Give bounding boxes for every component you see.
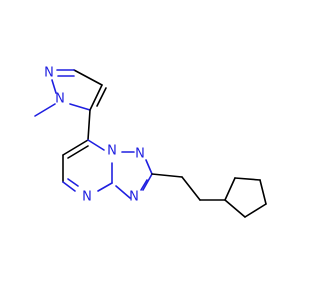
ethyl-bond xyxy=(181,176,201,201)
bond xyxy=(142,173,153,191)
ethyl-bond xyxy=(151,173,183,178)
bond xyxy=(259,179,267,205)
molecule-structure-diagram: N N N N N N xyxy=(34,66,267,218)
bond xyxy=(62,181,76,192)
atom-label-n: N xyxy=(135,147,145,162)
bond xyxy=(97,182,113,192)
bond xyxy=(244,203,267,218)
bond xyxy=(140,179,148,191)
methyl-bond xyxy=(34,103,56,117)
atom-label-n: N xyxy=(82,190,92,205)
bond xyxy=(62,139,89,156)
bond xyxy=(224,177,236,201)
bond xyxy=(87,109,91,141)
bond xyxy=(67,145,89,159)
bond xyxy=(224,199,246,218)
atom-label-n: N xyxy=(107,144,117,159)
bond xyxy=(96,87,107,107)
bond xyxy=(67,178,79,187)
bond xyxy=(73,69,103,86)
cyclopentyl-ring xyxy=(224,177,267,218)
atom-label-n: N xyxy=(129,190,139,205)
triazole-ring xyxy=(115,151,153,199)
bond xyxy=(145,159,153,175)
bond xyxy=(89,84,103,111)
bond xyxy=(234,177,261,181)
pyrazole-ring xyxy=(51,69,107,111)
bond xyxy=(51,79,57,94)
bond xyxy=(87,139,105,151)
atom-label-n: N xyxy=(44,66,54,81)
pyrimidine-ring xyxy=(62,139,113,192)
bond xyxy=(69,103,91,111)
atom-label-n: N xyxy=(55,92,65,107)
bond xyxy=(115,185,131,199)
